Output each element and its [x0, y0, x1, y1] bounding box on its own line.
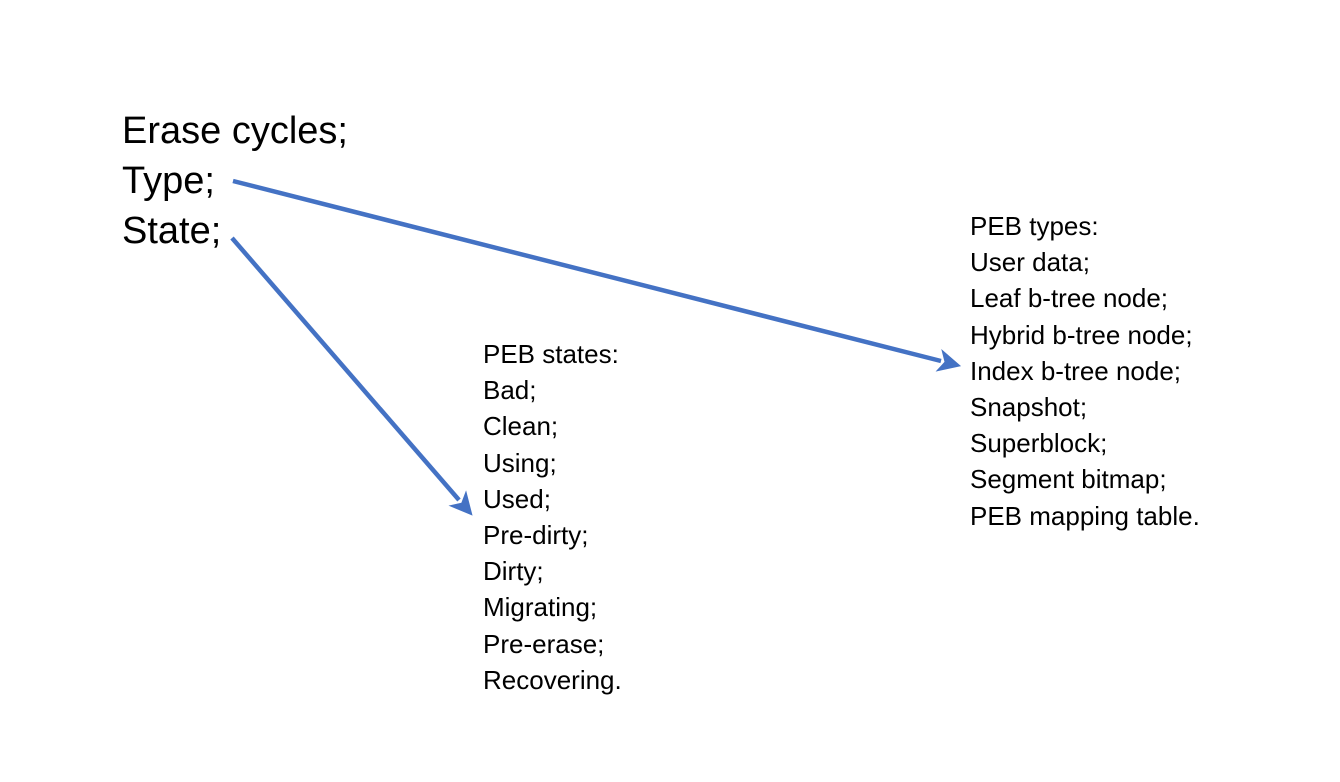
peb-type-item: Leaf b-tree node;: [970, 283, 1169, 314]
peb-states-title: PEB states:: [483, 339, 619, 369]
peb-types-title: PEB types:: [970, 211, 1099, 241]
peb-state-item: Migrating;: [483, 592, 598, 623]
arrow-state-to-peb-states: [230, 236, 473, 516]
peb-types-list: PEB types: User data; Leaf b-tree node; …: [970, 208, 1200, 534]
peb-state-item: Pre-erase;: [483, 628, 605, 659]
peb-type-item: Superblock;: [970, 428, 1108, 459]
peb-type-item: Index b-tree node;: [970, 355, 1182, 386]
peb-type-item: User data;: [970, 247, 1090, 278]
peb-state-item: Dirty;: [483, 556, 544, 587]
field-label-type: Type;: [122, 160, 215, 202]
peb-state-item: Bad;: [483, 375, 537, 406]
peb-type-item: Segment bitmap;: [970, 464, 1167, 495]
peb-type-item: PEB mapping table.: [970, 500, 1200, 531]
peb-type-item: Snapshot;: [970, 392, 1088, 423]
peb-state-item: Clean;: [483, 411, 559, 442]
peb-type-item: Hybrid b-tree node;: [970, 319, 1193, 350]
peb-state-item: Used;: [483, 483, 551, 514]
fields-list: Erase cycles; Type; State;: [122, 106, 348, 256]
peb-state-item: Recovering.: [483, 664, 622, 695]
peb-state-item: Pre-dirty;: [483, 520, 589, 551]
peb-states-list: PEB states: Bad; Clean; Using; Used; Pre…: [483, 336, 622, 698]
peb-state-item: Using;: [483, 447, 557, 478]
field-label-erase-cycles: Erase cycles;: [122, 110, 348, 152]
field-label-state: State;: [122, 210, 222, 252]
